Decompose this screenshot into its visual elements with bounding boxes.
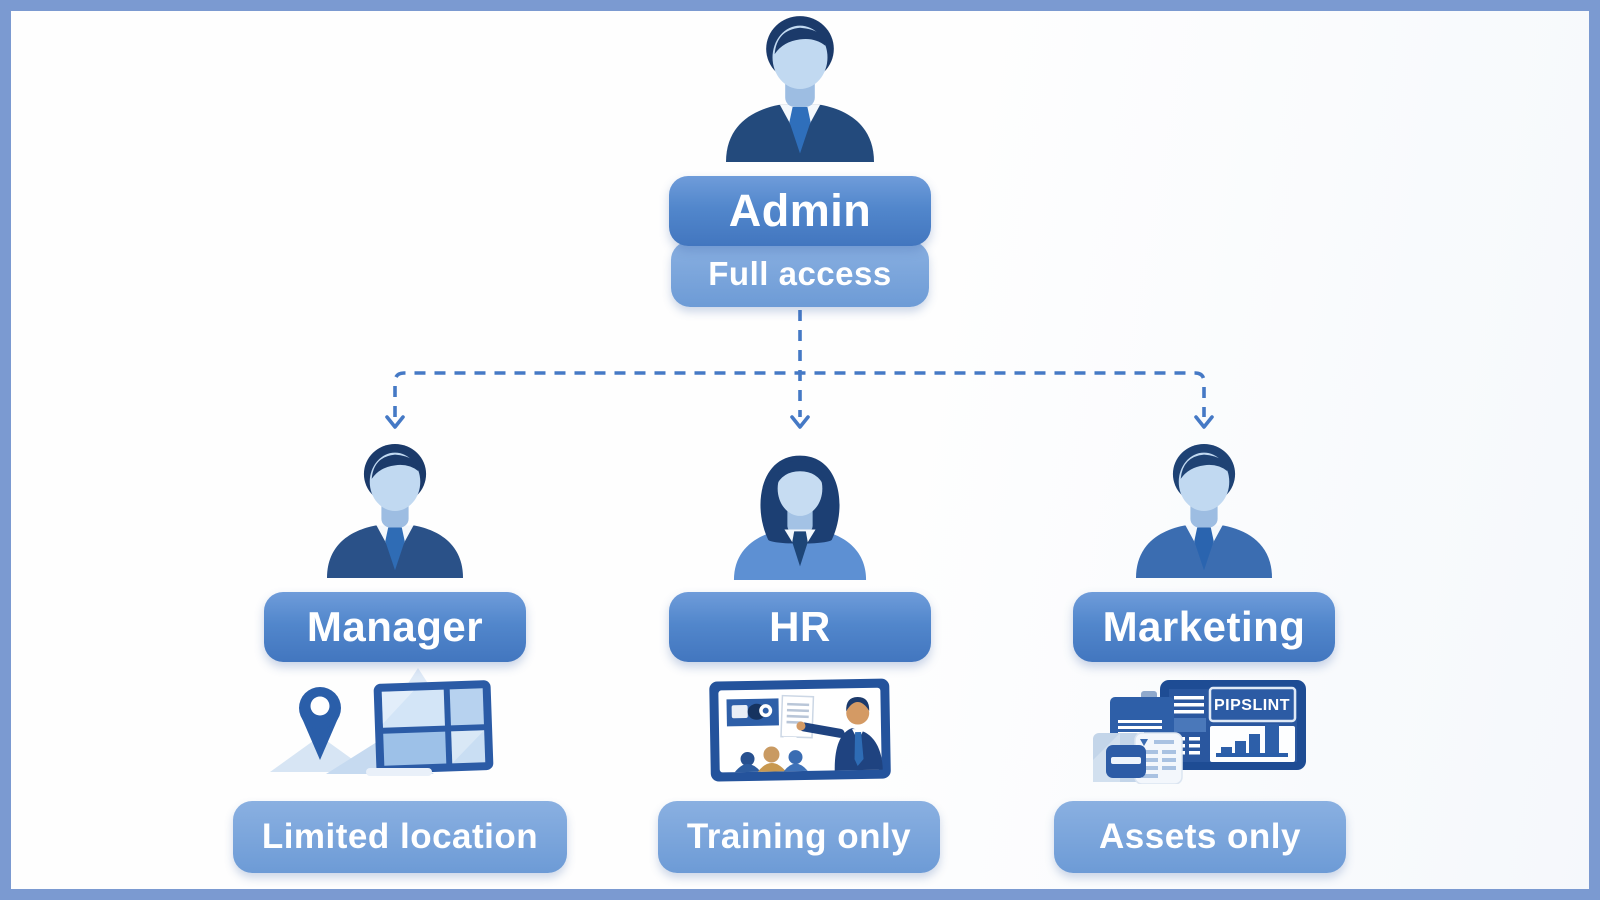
marketing-fringe [1180, 454, 1228, 479]
hr-fringe [775, 460, 825, 487]
manager-icons [270, 668, 494, 776]
manager-tie [385, 527, 405, 571]
hr-title-box: HR [669, 592, 931, 662]
connector-branch-line [393, 371, 1206, 417]
trainer-figure [796, 697, 883, 771]
manager-fringe [371, 454, 419, 479]
hr-access-label: Training only [686, 817, 912, 856]
male-manager-avatar [327, 443, 463, 578]
manager-title-label: Manager [306, 603, 484, 650]
marketing-dashboard-icon: PIPSLINT [1093, 680, 1306, 784]
manager-access-box: Limited location [233, 801, 567, 873]
window-panes-icon [373, 680, 494, 774]
admin-fringe [774, 27, 826, 55]
admin-tie [789, 107, 811, 154]
window-sill [366, 768, 432, 776]
admin-title-box: Admin [669, 176, 931, 246]
arrowhead-marketing [1194, 415, 1214, 429]
spreadsheet-card-icon [1134, 732, 1183, 784]
admin-title-label: Admin [728, 185, 872, 236]
admin-access-label: Full access [708, 255, 892, 292]
male-marketing-avatar [1136, 443, 1272, 578]
marketing-access-label: Assets only [1099, 817, 1301, 856]
manager-title-box: Manager [264, 592, 526, 662]
hr-face [777, 461, 823, 516]
training-presentation-icon [709, 678, 891, 782]
audience-figures [734, 746, 808, 773]
hr-tie [792, 531, 808, 567]
slide-panel-icon [726, 698, 779, 727]
hr-title-label: HR [769, 603, 831, 650]
marketing-access-box: Assets only [1054, 801, 1346, 873]
hr-access-box: Training only [658, 801, 940, 873]
manager-access-label: Limited location [261, 817, 539, 856]
female-hr-avatar [733, 455, 867, 580]
wallet-icon [1106, 745, 1146, 778]
marketing-tie [1194, 527, 1214, 571]
admin-access-box: Full access [671, 241, 929, 307]
male-admin-avatar [726, 16, 874, 162]
arrowhead-manager [385, 415, 405, 429]
arrowhead-hr [790, 415, 810, 429]
marketing-title-box: Marketing [1073, 592, 1335, 662]
brand-label-box: PIPSLINT [1208, 686, 1297, 723]
location-pin-icon [299, 687, 341, 760]
marketing-title-label: Marketing [1102, 603, 1306, 650]
flipchart-icon [780, 694, 815, 743]
brand-label: PIPSLINT [1214, 697, 1290, 714]
bar-chart-icon [1210, 724, 1295, 762]
dashboard-tablet-icon: PIPSLINT [1160, 680, 1306, 770]
